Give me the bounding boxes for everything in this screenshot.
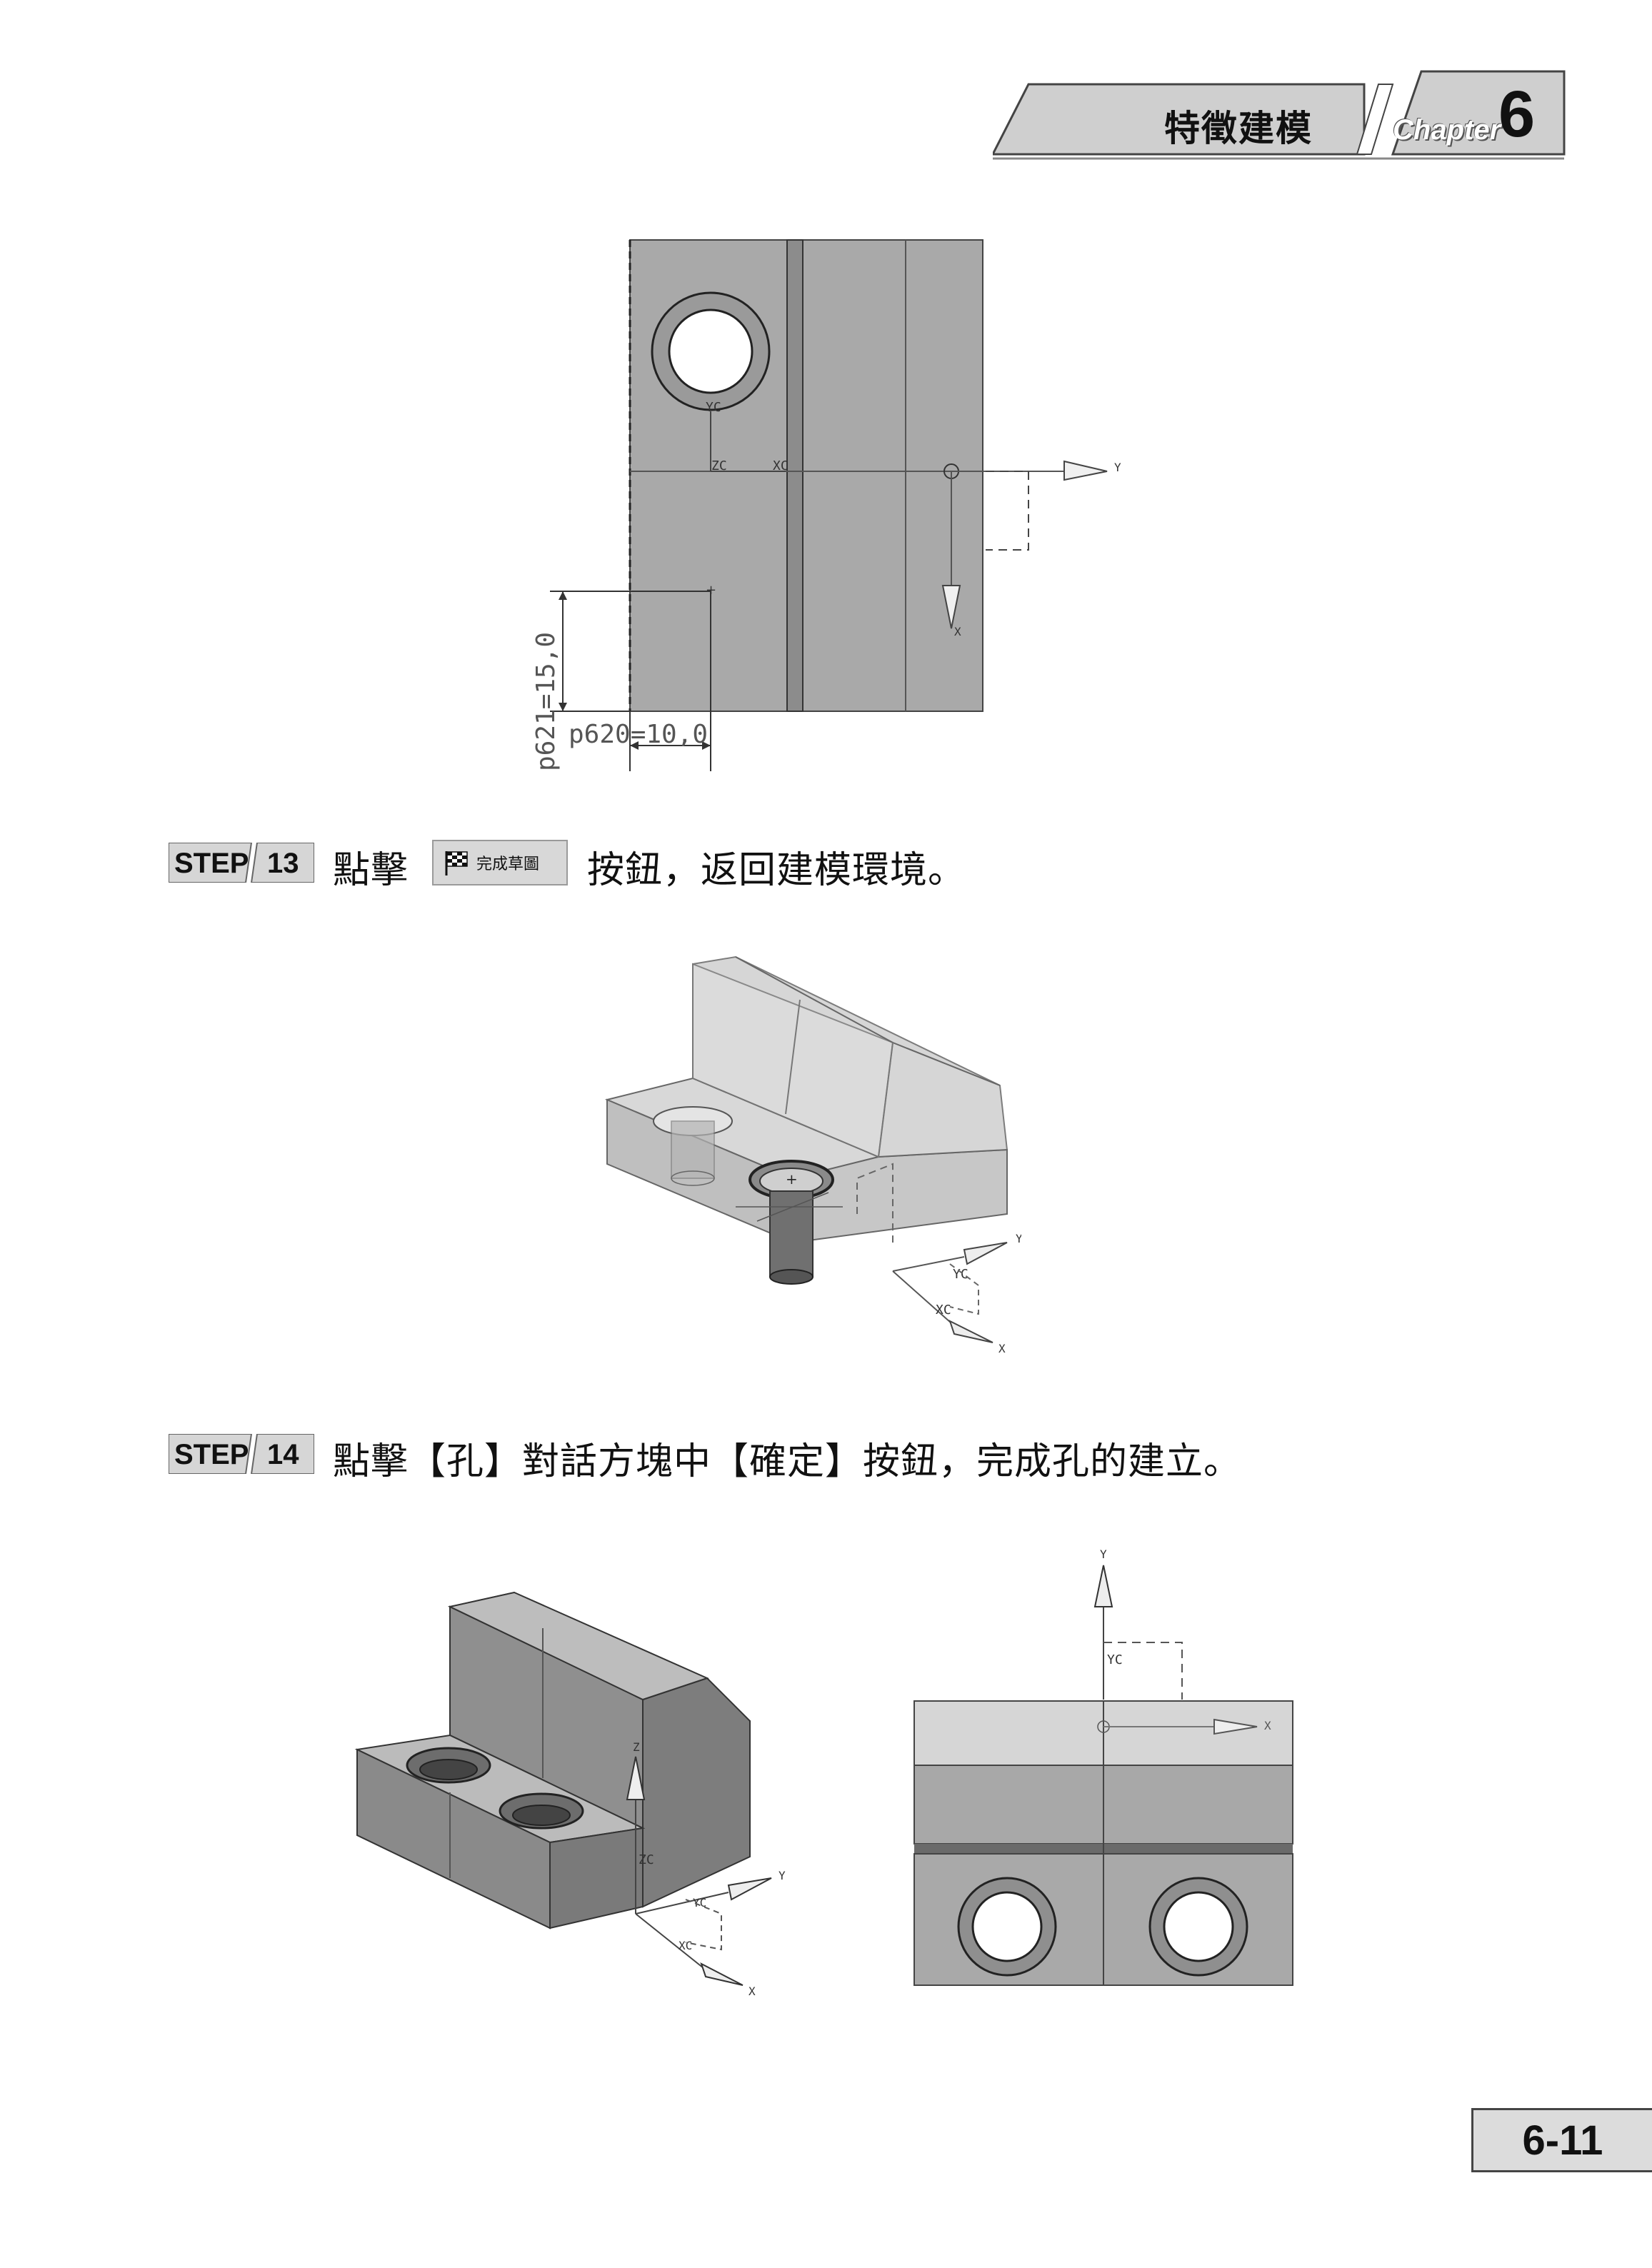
svg-text:XC: XC [936,1303,951,1318]
checkered-flag-icon [445,851,468,875]
shaded-part-figure: Z ZC Y X YC XC [354,1591,786,1998]
svg-text:Y: Y [1100,1547,1107,1561]
svg-text:X: X [1264,1719,1271,1732]
hole-circle [668,308,754,394]
hole-preview-figure: + Y X YC XC [604,955,1021,1355]
svg-text:+: + [786,1170,798,1188]
svg-text:STEP: STEP [174,848,249,879]
svg-text:Y: Y [779,1869,786,1882]
svg-text:13: 13 [267,848,299,879]
top-hole-left [971,1891,1043,1962]
zc-label: ZC [711,458,727,473]
chapter-header-tabs [993,70,1566,160]
svg-text:YC: YC [693,1896,706,1910]
chapter-number: 6 [1498,78,1536,151]
svg-text:X: X [998,1342,1006,1355]
top-view-figure: Y YC X [913,1547,1293,1986]
svg-text:YC: YC [953,1267,968,1282]
xc-label: XC [773,458,789,473]
sketch-figure: YC ZC XC Y X + p621=15,0 p620=10,0 [531,239,1121,771]
svg-text:X: X [749,1985,756,1998]
vertical-dimension: p621=15,0 [531,632,561,771]
svg-text:YC: YC [1107,1652,1123,1667]
finish-sketch-button[interactable]: 完成草圖 [432,840,568,885]
svg-text:+: + [706,583,716,598]
chapter-title: 特徵建模 [1164,108,1313,149]
page-number: 6-11 [1522,2117,1603,2164]
svg-text:Y: Y [1016,1232,1021,1245]
y-axis-label: Y [1114,461,1121,474]
svg-text:ZC: ZC [639,1852,654,1867]
step-14-badge: STEP 14 [169,1434,314,1474]
svg-text:STEP: STEP [174,1439,249,1470]
horizontal-dimension: p620=10,0 [569,720,708,749]
step-13-text-before: 點擊 [333,849,409,892]
chapter-label: Chapter [1393,114,1501,146]
top-hole-right [1163,1891,1234,1962]
svg-text:14: 14 [267,1439,299,1470]
x-axis-label: X [954,625,961,638]
svg-text:Z: Z [633,1740,640,1754]
yc-label: YC [706,400,721,415]
finish-sketch-label: 完成草圖 [476,855,540,873]
svg-text:XC: XC [679,1939,692,1952]
page-number-box: 6-11 [1471,2108,1652,2172]
step-14-text: 點擊【孔】對話方塊中【確定】按鈕，完成孔的建立。 [333,1440,1242,1483]
step-13-text-after: 按鈕，返回建模環境。 [587,849,966,892]
step-13-badge: STEP 13 [169,843,314,883]
